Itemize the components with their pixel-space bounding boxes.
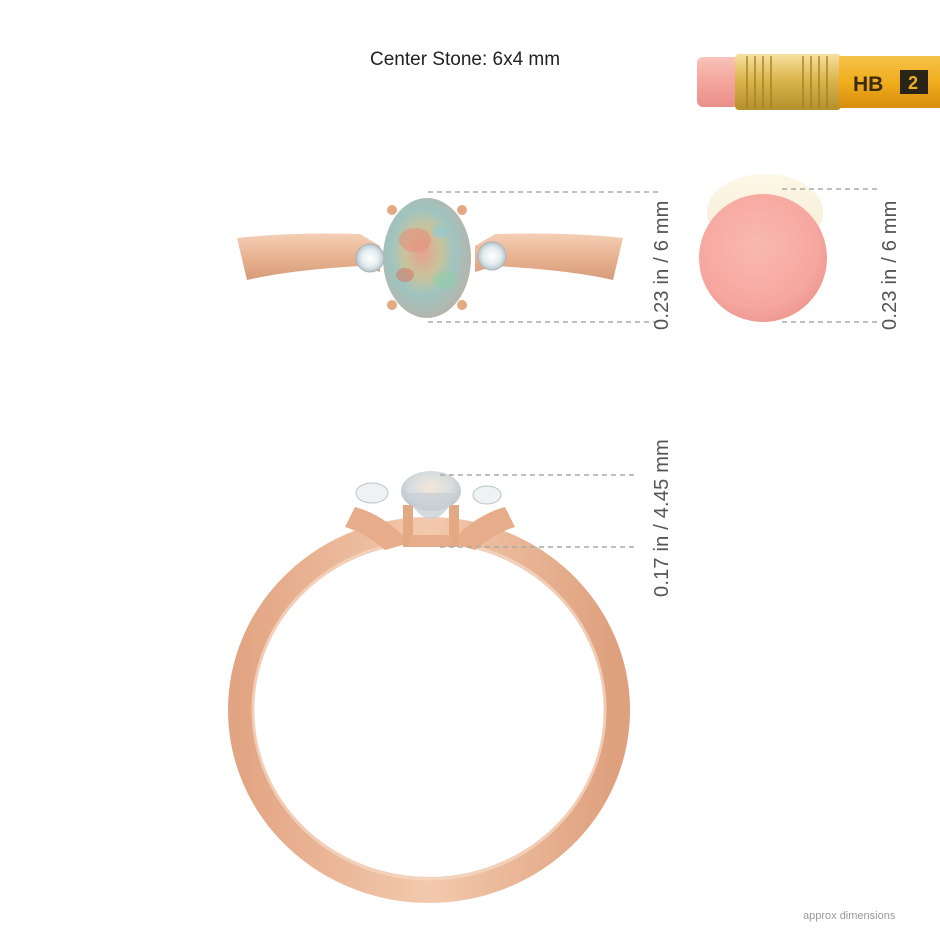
center-stone-title: Center Stone: 6x4 mm <box>370 49 561 70</box>
top-view-dimension-label: 0.23 in / 6 mm <box>651 200 673 330</box>
side-diamond-right-profile <box>472 485 502 505</box>
pencil-number-text: 2 <box>908 73 918 93</box>
ring-shank-right <box>475 233 623 280</box>
ring-band <box>228 517 630 903</box>
side-diamond-left-profile <box>355 482 389 504</box>
top-view-dimension-lines <box>428 191 660 323</box>
pencil-number-box <box>900 70 928 94</box>
pencil-grade-text: HB <box>853 73 883 96</box>
side-diamond-right <box>477 241 507 271</box>
side-view-dimension-lines <box>440 474 635 548</box>
ring-side-view <box>228 471 630 903</box>
ring-shank-left <box>237 233 380 280</box>
side-view-dimension-label: 0.17 in / 4.45 mm <box>651 439 673 597</box>
approx-dimensions-note: approx dimensions <box>803 910 896 922</box>
pencil-illustration: HB 2 <box>697 54 940 110</box>
eraser-closeup <box>699 174 827 322</box>
eraser-face <box>699 194 827 322</box>
side-diamond-left <box>355 243 385 273</box>
pencil-eraser-tip <box>697 57 739 107</box>
eraser-dimension-label: 0.23 in / 6 mm <box>879 200 901 330</box>
eraser-dimension-lines <box>782 188 880 323</box>
pencil-ferrule <box>735 54 841 110</box>
ring-top-view <box>237 198 623 318</box>
